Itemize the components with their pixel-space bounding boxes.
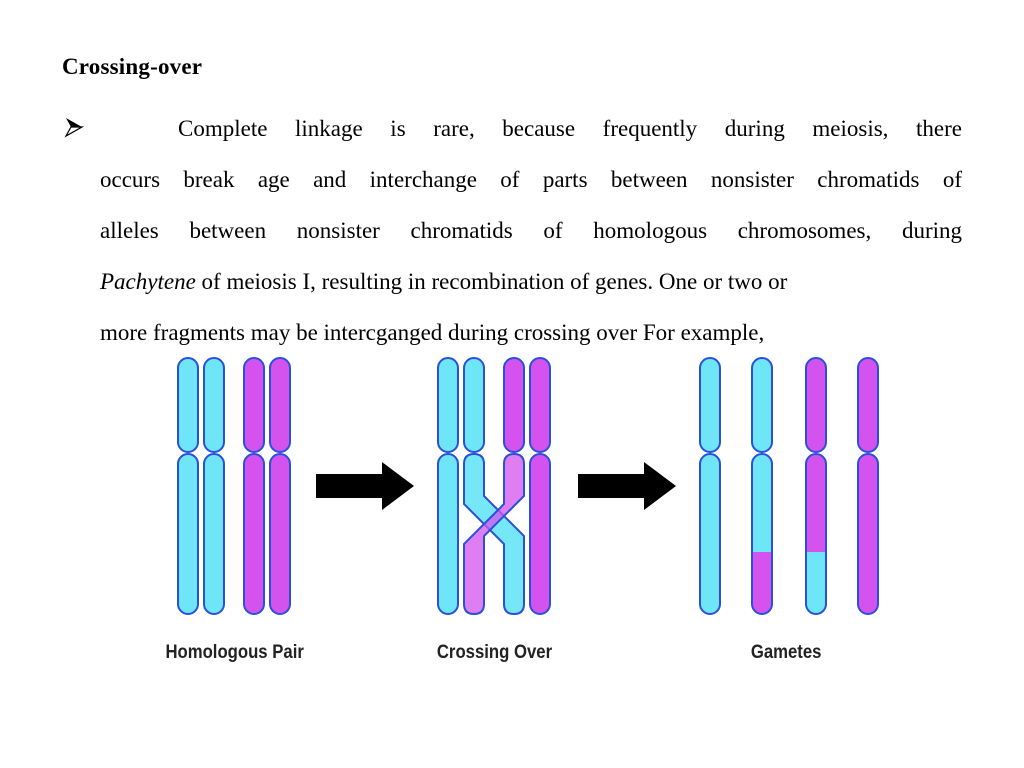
paragraph-line: more fragments may be intercganged durin… bbox=[100, 320, 765, 345]
chromatid-segment bbox=[269, 453, 291, 615]
arrow-icon bbox=[578, 462, 676, 510]
crossing-over-diagram: Homologous Pair Crossing Over Gametes bbox=[150, 356, 890, 676]
chromatid-segment bbox=[503, 357, 525, 453]
gamete-outline bbox=[751, 453, 773, 615]
label-crossing-over: Crossing Over bbox=[436, 642, 553, 663]
paragraph-line: Complete linkage is rare, because freque… bbox=[178, 116, 962, 141]
paragraph-line: Pachytene of meiosis I, resulting in rec… bbox=[100, 270, 962, 293]
chromosome-illustration bbox=[177, 357, 879, 616]
chromatid-segment bbox=[699, 453, 721, 615]
arrow-icon bbox=[316, 462, 414, 510]
label-gametes: Gametes bbox=[750, 642, 822, 663]
chromatid-segment bbox=[805, 357, 827, 453]
chromatid-segment bbox=[243, 453, 265, 615]
paragraph-line: occurs break age and interchange of part… bbox=[100, 167, 962, 192]
section-heading: Crossing-over bbox=[62, 54, 203, 79]
chromatid-segment bbox=[203, 357, 225, 453]
chromatid-segment bbox=[529, 357, 551, 453]
gamete-magenta-tip bbox=[752, 552, 772, 614]
italic-term: Pachytene bbox=[100, 269, 196, 294]
chromatid-segment bbox=[177, 357, 199, 453]
chromatid-segment bbox=[269, 357, 291, 453]
chromatid-segment bbox=[857, 357, 879, 453]
chromatid-segment bbox=[463, 357, 485, 453]
chromatid-segment bbox=[529, 453, 551, 615]
gamete-magenta-part bbox=[806, 454, 826, 552]
chromatid-segment bbox=[203, 453, 225, 615]
chromatid-segment bbox=[857, 453, 879, 615]
gamete-blue-part bbox=[752, 454, 772, 552]
paragraph-line: alleles between nonsister chromatids of … bbox=[100, 218, 962, 243]
crossing-chromatid-magenta bbox=[463, 452, 525, 616]
chromatid-segment bbox=[437, 453, 459, 615]
arrow-bullet-icon bbox=[64, 118, 85, 138]
label-homologous-pair: Homologous Pair bbox=[165, 642, 304, 663]
chromatid-segment bbox=[243, 357, 265, 453]
gamete-outline bbox=[805, 453, 827, 615]
chromatid-segment bbox=[751, 357, 773, 453]
paragraph-text: of meiosis I, resulting in recombination… bbox=[195, 269, 788, 294]
gamete-blue-tip bbox=[806, 552, 826, 614]
crossing-chromatid-blue bbox=[463, 452, 525, 616]
chromatid-segment bbox=[177, 453, 199, 615]
chromatid-segment bbox=[699, 357, 721, 453]
chromatid-segment bbox=[437, 357, 459, 453]
